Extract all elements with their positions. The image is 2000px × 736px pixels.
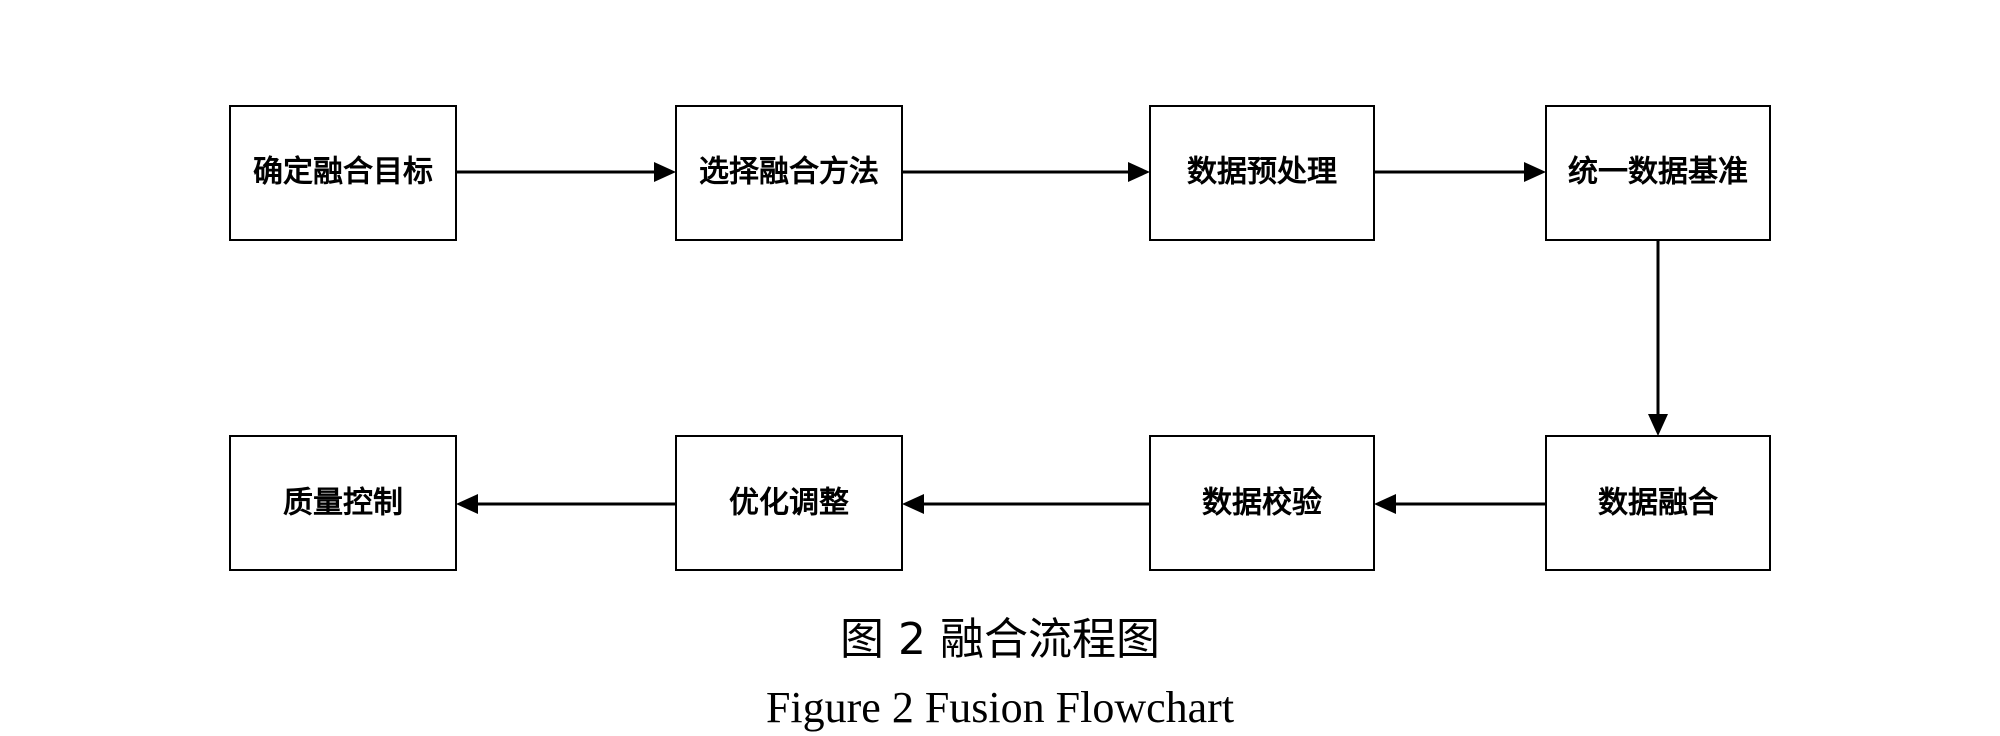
node-data-fusion: 数据融合 [1545, 435, 1771, 571]
node-unify-baseline: 统一数据基准 [1545, 105, 1771, 241]
figure-caption-chinese: 图 2 融合流程图 [840, 614, 1160, 665]
edge-n1-n2 [456, 162, 676, 182]
edge-n2-n3 [902, 162, 1150, 182]
node-label: 数据校验 [1202, 486, 1322, 521]
node-optimize-adjust: 优化调整 [675, 435, 903, 571]
flowchart-diagram: 确定融合目标 选择融合方法 数据预处理 统一数据基准 数据融合 数据校验 优化调… [229, 105, 1771, 571]
node-label: 确定融合目标 [253, 155, 433, 190]
node-select-method: 选择融合方法 [675, 105, 903, 241]
node-quality-control: 质量控制 [229, 435, 457, 571]
node-label: 数据预处理 [1187, 155, 1337, 190]
node-label: 质量控制 [283, 486, 403, 521]
edge-n6-n7 [902, 494, 1150, 514]
node-label: 数据融合 [1598, 486, 1718, 521]
node-label: 选择融合方法 [699, 155, 879, 190]
node-determine-goal: 确定融合目标 [229, 105, 457, 241]
node-label: 优化调整 [729, 486, 849, 521]
node-data-validation: 数据校验 [1149, 435, 1375, 571]
node-preprocess: 数据预处理 [1149, 105, 1375, 241]
figure-caption-english: Figure 2 Fusion Flowchart [765, 683, 1235, 732]
edge-n3-n4 [1374, 162, 1546, 182]
edge-n5-n6 [1374, 494, 1546, 514]
edge-n4-n5 [1648, 240, 1668, 436]
flow-edges [456, 162, 1668, 514]
node-label: 统一数据基准 [1568, 155, 1748, 190]
edge-n7-n8 [456, 494, 676, 514]
flow-nodes: 确定融合目标 选择融合方法 数据预处理 统一数据基准 数据融合 数据校验 优化调… [229, 105, 1771, 571]
